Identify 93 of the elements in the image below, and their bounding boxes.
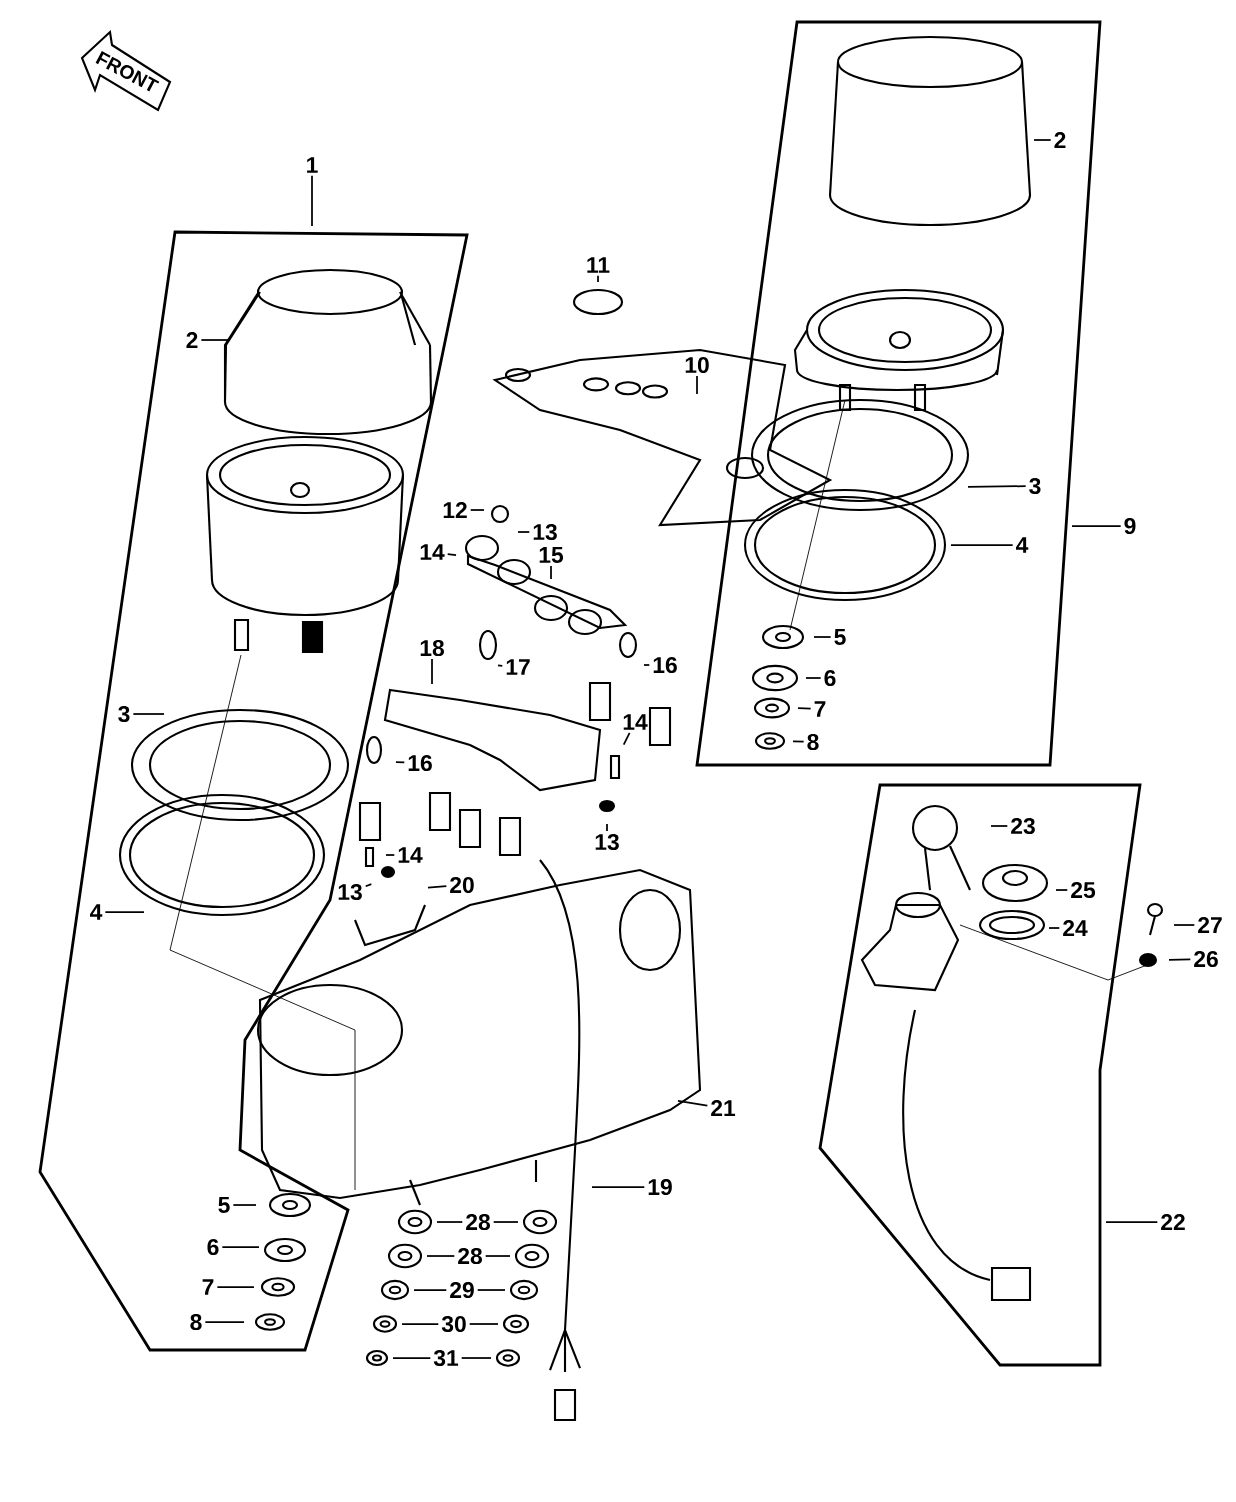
leader-line bbox=[805, 677, 822, 679]
callout-number: 23 bbox=[1011, 817, 1035, 835]
leader-line bbox=[643, 664, 651, 666]
callout-number: 13 bbox=[595, 833, 619, 851]
leader-line bbox=[446, 553, 457, 557]
leader-line bbox=[469, 509, 485, 511]
callout-number: 14 bbox=[398, 847, 423, 863]
leader-line bbox=[385, 854, 396, 856]
leader-line bbox=[1173, 924, 1196, 926]
leader-line bbox=[696, 375, 698, 395]
leader-line bbox=[200, 339, 231, 341]
callout-number: 21 bbox=[711, 1100, 736, 1116]
leader-line bbox=[221, 1246, 260, 1248]
callout-number: 20 bbox=[450, 876, 474, 894]
callout-number: 3 bbox=[1029, 477, 1041, 495]
callout-number: 6 bbox=[207, 1238, 219, 1256]
callout-number: 14 bbox=[420, 544, 445, 560]
callout-number: 7 bbox=[202, 1279, 214, 1295]
callout-number: 7 bbox=[814, 701, 826, 717]
callout-number: 3 bbox=[118, 705, 130, 723]
callout-number: 4 bbox=[90, 904, 103, 920]
callout-number: 13 bbox=[533, 523, 557, 541]
leader-line bbox=[990, 825, 1009, 827]
callout-number: 28 bbox=[466, 1213, 490, 1231]
callout-number: 13 bbox=[338, 883, 362, 901]
leader-line bbox=[484, 1255, 511, 1257]
leader-line bbox=[216, 1286, 255, 1288]
leader-line bbox=[492, 1221, 519, 1223]
leader-line bbox=[132, 713, 165, 715]
leader-line bbox=[436, 1221, 464, 1223]
leader-line bbox=[413, 1289, 448, 1291]
leader-line bbox=[517, 531, 531, 533]
callout-number: 8 bbox=[807, 733, 819, 751]
leader-line bbox=[364, 883, 373, 888]
leader-line bbox=[104, 911, 145, 913]
leader-line bbox=[597, 275, 599, 283]
callout-number: 5 bbox=[218, 1197, 230, 1213]
leader-line bbox=[401, 1323, 440, 1325]
callout-number: 24 bbox=[1063, 920, 1088, 936]
leader-line bbox=[591, 1186, 646, 1188]
leader-line bbox=[1071, 525, 1122, 527]
leader-line bbox=[427, 885, 448, 889]
leader-line bbox=[1168, 958, 1192, 961]
leader-line bbox=[426, 1255, 456, 1257]
leader-line bbox=[1048, 927, 1061, 929]
leader-line bbox=[497, 664, 504, 667]
callout-number: 28 bbox=[458, 1247, 482, 1265]
leader-line bbox=[606, 823, 608, 832]
leader-line bbox=[677, 1100, 709, 1107]
callout-number: 8 bbox=[190, 1313, 202, 1331]
callout-number: 2 bbox=[186, 332, 198, 348]
leader-line bbox=[311, 174, 313, 227]
callout-number: 18 bbox=[420, 639, 444, 657]
leader-line bbox=[792, 740, 805, 743]
leader-line bbox=[550, 565, 552, 580]
callout-number: 29 bbox=[450, 1281, 474, 1299]
callout-number: 6 bbox=[824, 669, 836, 687]
callout-number: 17 bbox=[506, 659, 530, 675]
leader-line bbox=[813, 636, 832, 638]
leader-line bbox=[476, 1289, 506, 1291]
callout-number: 4 bbox=[1016, 537, 1029, 553]
callout-number: 25 bbox=[1071, 881, 1096, 899]
callout-number: 10 bbox=[685, 356, 709, 374]
callout-number: 16 bbox=[408, 754, 432, 772]
callout-number: 1 bbox=[307, 157, 318, 173]
leader-line bbox=[392, 1357, 432, 1359]
callout-number: 27 bbox=[1198, 917, 1222, 933]
leader-line bbox=[1055, 889, 1069, 891]
leader-line bbox=[431, 658, 433, 685]
callout-number: 5 bbox=[834, 629, 846, 645]
callout-number: 9 bbox=[1124, 517, 1136, 535]
leader-line bbox=[468, 1323, 499, 1325]
leader-line bbox=[797, 707, 812, 710]
callout-number: 30 bbox=[441, 1315, 466, 1333]
leader-line bbox=[967, 485, 1027, 488]
leader-line bbox=[395, 761, 406, 764]
callout-number: 14 bbox=[623, 714, 648, 730]
leader-line bbox=[622, 732, 631, 746]
leader-line bbox=[232, 1204, 257, 1206]
leader-line bbox=[1105, 1221, 1159, 1223]
leader-line bbox=[950, 544, 1014, 546]
leader-line bbox=[204, 1321, 245, 1323]
callout-number: 16 bbox=[653, 656, 677, 674]
callout-number: 11 bbox=[587, 257, 610, 273]
callout-number: 12 bbox=[443, 502, 467, 518]
leader-line bbox=[460, 1357, 492, 1359]
callout-number: 22 bbox=[1161, 1214, 1185, 1230]
callout-number: 2 bbox=[1054, 132, 1066, 148]
callout-number: 26 bbox=[1194, 950, 1218, 968]
callout-number: 15 bbox=[539, 547, 564, 563]
leader-line bbox=[1033, 139, 1052, 141]
callout-number: 31 bbox=[433, 1349, 459, 1367]
callout-number: 19 bbox=[648, 1178, 672, 1196]
